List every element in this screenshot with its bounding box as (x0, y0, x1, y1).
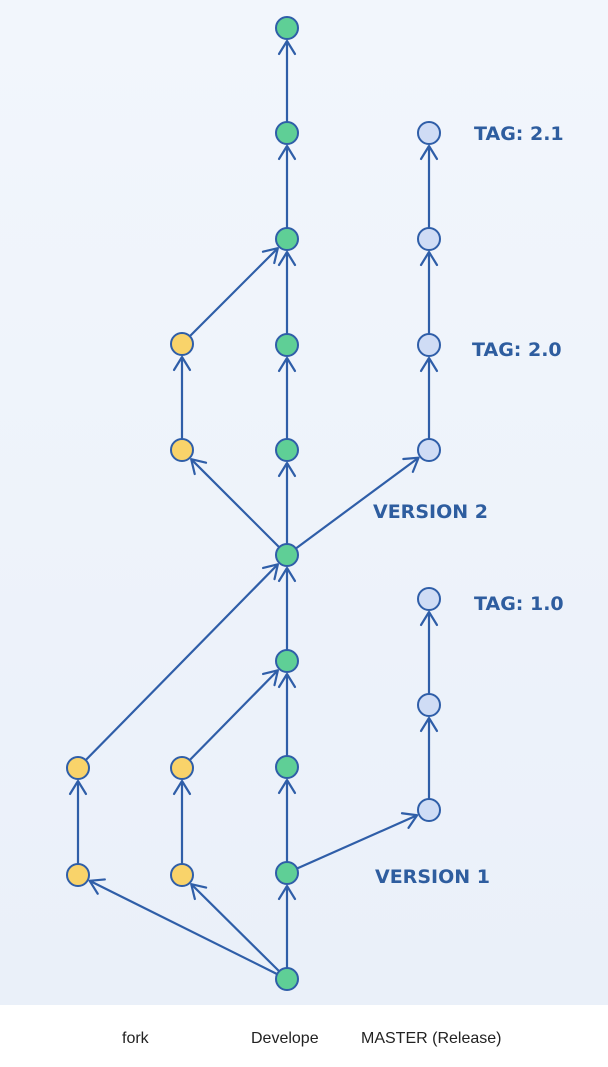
fork-commit-node (66, 863, 90, 887)
tag-2-1-label: TAG: 2.1 (474, 123, 564, 145)
master-commit-node (417, 227, 441, 251)
master-commit-node (417, 798, 441, 822)
develop-commit-node (275, 121, 299, 145)
edge-fork-b-merge (188, 669, 279, 761)
master-commit-node (417, 121, 441, 145)
tag-1-0-label: TAG: 1.0 (474, 593, 564, 615)
edge-fork-b-out (190, 883, 280, 973)
master-commit-node (417, 587, 441, 611)
develop-commit-node (275, 16, 299, 40)
edge-fork-c-out (190, 458, 280, 548)
edge-master-1 (419, 716, 439, 799)
master-commit-node (417, 333, 441, 357)
edge-develop-2 (277, 778, 297, 862)
develop-commit-node (275, 438, 299, 462)
develop-commit-node (275, 755, 299, 779)
edge-master-5 (419, 144, 439, 228)
master-commit-node (417, 438, 441, 462)
develop-commit-node (275, 543, 299, 567)
edge-release-2 (295, 456, 420, 550)
develop-commit-node (275, 649, 299, 673)
develop-commit-node (275, 861, 299, 885)
edge-master-3 (419, 356, 439, 439)
tag-2-0-label: TAG: 2.0 (472, 339, 562, 361)
edge-fork-a-merge (84, 563, 279, 761)
master-column-label: MASTER (Release) (361, 1030, 502, 1047)
edge-fork-a-out (88, 878, 278, 976)
fork-commit-node (170, 863, 194, 887)
fork-commit-node (66, 756, 90, 780)
fork-commit-node (170, 332, 194, 356)
edge-release-1 (296, 812, 419, 870)
edge-develop-1 (277, 884, 297, 968)
edge-develop-4 (277, 566, 297, 650)
master-commit-node (417, 693, 441, 717)
edge-fork-a (68, 779, 88, 864)
fork-commit-node (170, 438, 194, 462)
edge-fork-c (172, 355, 192, 439)
edge-develop-3 (277, 672, 297, 756)
branch-graph: TAG: 2.1 TAG: 2.0 VERSION 2 TAG: 1.0 VER… (66, 16, 564, 991)
version-1-label: VERSION 1 (375, 866, 490, 888)
develop-commit-node (275, 967, 299, 991)
develop-commit-node (275, 227, 299, 251)
edge-develop-8 (277, 144, 297, 228)
edge-develop-5 (277, 461, 297, 544)
fork-column-label: fork (122, 1030, 149, 1047)
fork-commit-node (170, 756, 194, 780)
version-2-label: VERSION 2 (373, 501, 488, 523)
develop-commit-node (275, 333, 299, 357)
edge-develop-9 (277, 39, 297, 122)
edge-develop-6 (277, 356, 297, 439)
nodes-group (66, 16, 441, 991)
git-flow-diagram: TAG: 2.1 TAG: 2.0 VERSION 2 TAG: 1.0 VER… (0, 0, 608, 1005)
edges-group (68, 39, 439, 976)
edge-fork-b (172, 779, 192, 864)
edge-master-4 (419, 250, 439, 334)
edge-develop-7 (277, 250, 297, 334)
develop-column-label: Develope (251, 1030, 319, 1047)
edge-master-2 (419, 610, 439, 694)
edge-fork-c-merge (189, 247, 279, 337)
